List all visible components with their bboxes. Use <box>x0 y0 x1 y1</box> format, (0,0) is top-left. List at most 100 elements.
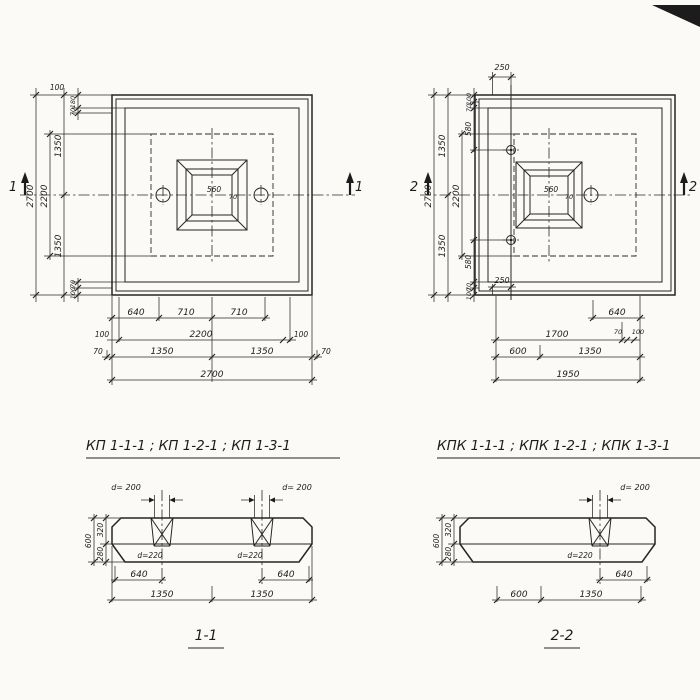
section2-dims-left: 600 320 280 <box>432 514 473 566</box>
plan2-pedestal-diagonals <box>515 161 583 229</box>
dim-plan1-710-left: 710 <box>177 308 194 318</box>
section2-outline <box>459 517 656 563</box>
dim-plan2-1350: 1350 <box>579 347 602 357</box>
dim-plan2-70-pedestal: 70 <box>565 193 573 201</box>
dim-plan1-710-right: 710 <box>230 308 247 318</box>
section1-socket-centerlines <box>161 490 263 584</box>
dim-plan2-580-top: 580 <box>464 122 473 137</box>
dim-plan1-70-bottom: 70 <box>69 280 77 288</box>
dim-plan1-640: 640 <box>127 308 144 318</box>
section1-dims-bottom: 640 640 1350 1350 <box>107 546 317 604</box>
dim-sec1-1350-right: 1350 <box>251 590 274 600</box>
section2-title: КПК 1-1-1 ; КПК 1-2-1 ; КПК 1-3-1 <box>437 438 671 454</box>
dim-plan2-2200-v: 2200 <box>452 184 462 207</box>
dim-plan2-100-h: 100 <box>632 328 644 336</box>
plan2-bottom-dim-lines <box>491 317 645 381</box>
dim-plan1-100-right: 100 <box>294 330 309 339</box>
plan1-dims-bottom: 640 710 710 100 2200 100 70 1350 1350 70… <box>93 296 331 385</box>
section2-bottom-dim-lines <box>492 566 651 602</box>
dim-sec1-d220-right: d=220 <box>237 551 263 560</box>
dim-plan2-100-top: 100 <box>465 93 473 105</box>
dim-plan2-1350-bottom: 1350 <box>438 234 448 257</box>
dim-plan2-1350-top: 1350 <box>438 134 448 157</box>
dim-plan1-70-right: 70 <box>321 347 331 356</box>
dim-plan2-100-bottom: 100 <box>465 288 473 300</box>
dim-sec1-640-right: 640 <box>277 570 294 580</box>
dim-arrow-icon <box>169 497 175 503</box>
dim-sec2-640: 640 <box>615 570 632 580</box>
dim-plan1-100-top: 100 <box>50 83 65 92</box>
sheet-corner-mark <box>652 5 700 27</box>
dim-plan2-70-bottom: 70 <box>465 283 473 291</box>
plan1-dims-left: 2700 2200 1350 1350 100 180 70 70 100 <box>26 83 151 302</box>
dim-sec2-1350: 1350 <box>580 590 603 600</box>
plan2-left-ticks <box>430 91 478 299</box>
plan2-bottom-ticks <box>492 314 644 384</box>
section-mark-1-right: 1 <box>355 180 363 195</box>
plan1-pedestal-diagonals <box>176 159 248 231</box>
dim-plan1-2700-v: 2700 <box>26 184 36 207</box>
section-arrow-icon <box>680 172 688 183</box>
dim-arrow-icon <box>149 497 155 503</box>
plan2-bottom-extension-lines <box>495 296 641 382</box>
dim-sec2-d200: d= 200 <box>620 483 650 492</box>
dim-sec1-d200-left: d= 200 <box>111 483 141 492</box>
section-arrow-icon <box>21 172 29 183</box>
dim-plan1-1350-right: 1350 <box>251 347 274 357</box>
section2-left-ticks <box>438 514 458 566</box>
section-mark-2-left: 2 <box>410 180 418 195</box>
dim-plan2-70-h: 70 <box>614 328 622 336</box>
section-view-2-2: КПК 1-1-1 ; КПК 1-2-1 ; КПК 1-3-1 d= 200… <box>432 438 700 649</box>
dim-plan1-1350-left: 1350 <box>151 347 174 357</box>
section-view-1-1: КП 1-1-1 ; КП 1-2-1 ; КП 1-3-1 d= 200 d=… <box>84 438 340 649</box>
dim-plan1-100-left: 100 <box>95 330 110 339</box>
dim-arrow-icon <box>249 497 255 503</box>
plan-view-1: 560 70 1 1 2700 2200 1350 1350 100 <box>9 83 363 385</box>
section1-left-dim-lines <box>88 514 125 566</box>
plan1-left-extension-lines <box>30 94 151 296</box>
dim-plan1-560: 560 <box>207 185 222 194</box>
section1-d200-lines <box>141 495 283 518</box>
dim-sec2-600-h: 600 <box>510 590 527 600</box>
section1-socket-right <box>250 517 274 547</box>
dim-sec2-600-v: 600 <box>432 534 441 549</box>
section2-dims-bottom: 640 600 1350 <box>492 566 651 604</box>
section-arrow-icon <box>424 172 432 183</box>
dim-sec1-640-left: 640 <box>130 570 147 580</box>
section-mark-2-right: 2 <box>689 180 697 195</box>
dim-plan1-180: 180 <box>69 96 77 108</box>
plan2-dims-left: 2700 1350 1350 2200 100 70 580 580 70 10… <box>424 88 514 302</box>
dim-sec1-320: 320 <box>96 523 105 538</box>
dim-plan2-1950: 1950 <box>557 370 580 380</box>
dim-plan1-2200-v: 2200 <box>40 184 50 207</box>
dim-sec2-320: 320 <box>444 523 453 538</box>
dim-plan1-70-top: 70 <box>69 108 77 116</box>
plan2-dim-250-top: 250 <box>488 63 516 95</box>
dim-plan1-70-left: 70 <box>93 347 103 356</box>
plan2-dims-bottom: 640 1700 70 100 600 1350 1950 <box>491 296 645 384</box>
section1-label: 1-1 <box>195 628 218 644</box>
dim-arrow-icon <box>607 497 613 503</box>
dim-sec1-d200-right: d= 200 <box>282 483 312 492</box>
dim-sec1-d220-left: d=220 <box>137 551 163 560</box>
dim-arrow-icon <box>269 497 275 503</box>
dim-plan1-1350-top: 1350 <box>54 134 64 157</box>
section2-label: 2-2 <box>551 628 574 644</box>
plan1-bottom-ticks <box>103 314 321 384</box>
plan1-section-marks: 1 1 <box>9 172 363 195</box>
plan1-bottom-dim-lines <box>102 317 322 381</box>
dim-sec1-600: 600 <box>84 534 93 549</box>
dim-sec1-280: 280 <box>96 547 105 562</box>
dim-plan2-250-bottom: 250 <box>494 276 509 285</box>
plan2-top250-ticks <box>489 73 515 81</box>
dim-plan1-2200-h: 2200 <box>190 330 213 340</box>
dim-sec2-d220: d=220 <box>567 551 593 560</box>
plan1-bottom-extension-lines <box>106 296 318 385</box>
dim-plan1-1350-bottom: 1350 <box>54 234 64 257</box>
dim-plan2-250-top: 250 <box>494 63 509 72</box>
dim-plan2-600: 600 <box>509 347 526 357</box>
section2-left-dim-lines <box>436 514 473 566</box>
dim-plan2-560: 560 <box>544 185 559 194</box>
